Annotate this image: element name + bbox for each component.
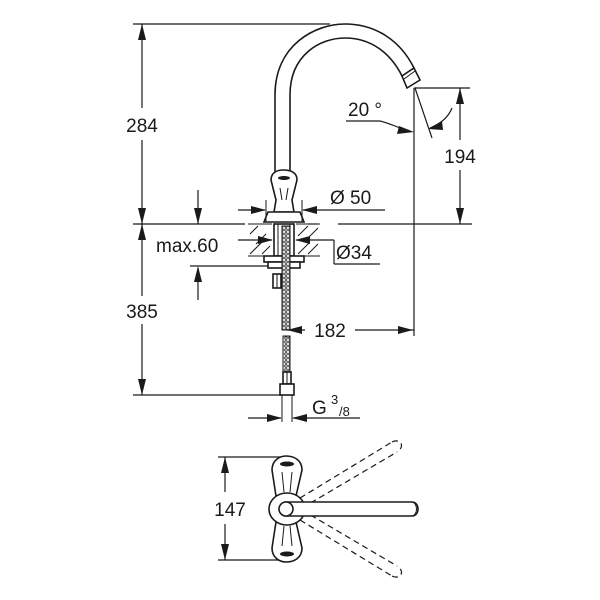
hose-nut [279, 383, 295, 396]
aerator [401, 66, 422, 90]
dimension-label-385: 385 [126, 302, 158, 323]
braided-hose [279, 225, 295, 422]
dimension-label-thread-denominator: /8 [339, 404, 350, 419]
handle-bottom [271, 521, 303, 563]
dimension-label-182: 182 [314, 321, 346, 342]
dimension-label-diameter-50: Ø 50 [330, 188, 371, 209]
dimension-194: 194 [414, 87, 476, 224]
dimension-182: 182 [286, 88, 415, 342]
dimension-label-thread-prefix: G [312, 398, 327, 419]
spout [274, 23, 422, 176]
dimension-label-147: 147 [214, 500, 246, 521]
dimension-label-284: 284 [126, 116, 158, 137]
dimension-label-194: 194 [444, 147, 476, 168]
dimension-g-3-8: G 3 /8 [248, 392, 360, 422]
dimension-385: 385 [126, 224, 158, 395]
handle-top [271, 455, 303, 497]
dimension-max-60: max.60 [156, 190, 278, 300]
dimension-diameter-50: Ø 50 [238, 188, 385, 222]
dimension-label-thread-numerator: 3 [331, 392, 338, 407]
dimension-angle-20: 20 ° [346, 87, 453, 139]
dimension-label-max-60: max.60 [156, 236, 218, 257]
dimension-284: 284 [126, 24, 158, 224]
spout-swivel-positions [299, 440, 403, 578]
dimension-label-angle-20: 20 ° [348, 100, 382, 121]
tap-body [262, 169, 306, 223]
dimension-label-diameter-34: Ø34 [336, 243, 372, 264]
dimension-diameter-34: Ø34 [238, 236, 380, 265]
spout-top [278, 501, 419, 517]
dimension-147: 147 [214, 456, 290, 561]
top-view: 147 [214, 440, 419, 578]
side-view: 284 385 max.60 [126, 23, 476, 422]
